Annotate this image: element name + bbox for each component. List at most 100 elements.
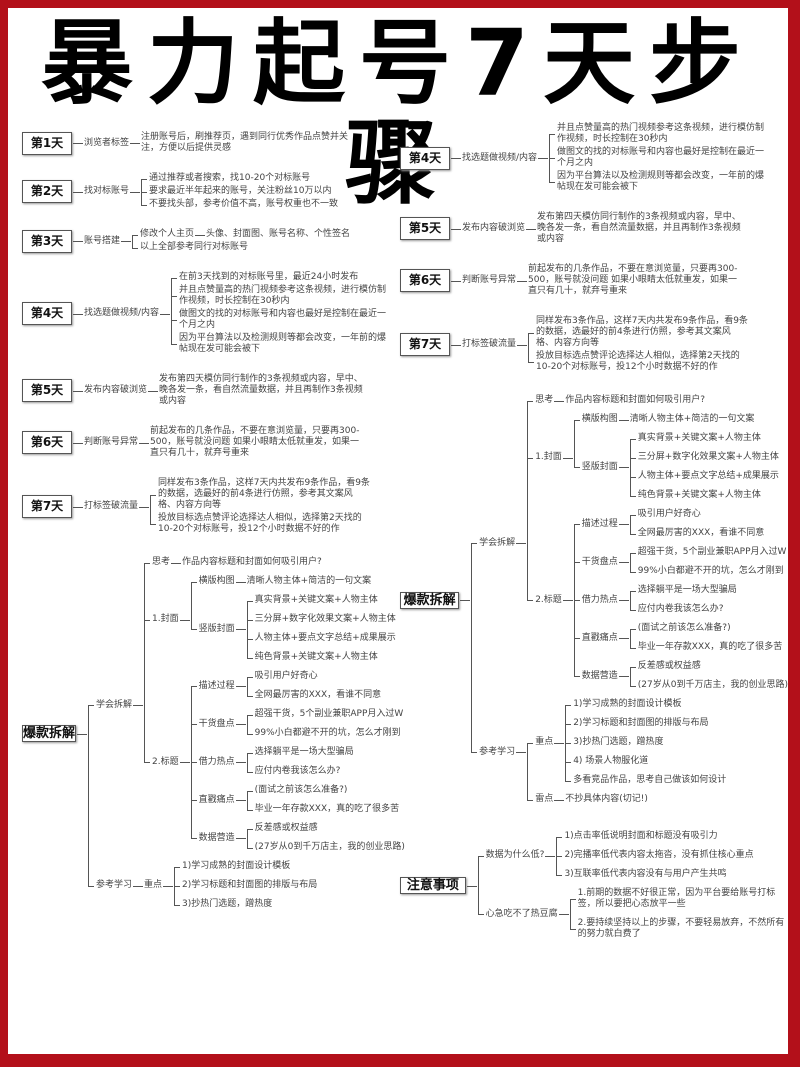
branch-connector: (面试之前该怎么准备?) [246, 781, 400, 800]
branch-label: 浏览者标签 [84, 137, 130, 148]
leaf-text: 1.前期的数据不好很正常，因为平台要给账号打标签，所以要把心态放平一些 [577, 888, 776, 909]
root-node-label: 注意事项 [400, 877, 466, 894]
branch-connector: 注册账号后，刷推荐页，遇到同行优秀作品点赞并关注，方便以后提供灵感 [141, 131, 353, 155]
mindmap-branch-node: 直戳痛点(面试之前该怎么准备?)毕业一年存款XXX，真的吃了很多苦 [582, 619, 788, 657]
leaf-text: 99%小白都避不开的坑，怎么才刚到 [637, 566, 784, 576]
mindmap-branch-node: 打标签破流量同样发布3条作品，这样7天内共发布9条作品，看9条的数据，选最好的前… [84, 477, 370, 536]
branch-connector: 选择躺平是一场大型骗局 [629, 581, 737, 600]
child-branches: 1.前期的数据不好很正常，因为平台要给账号打标签，所以要把心态放平一些 2.要持续… [558, 884, 788, 944]
branch-connector: 毕业一年存款XXX，真的吃了很多苦 [629, 638, 782, 657]
branch-connector: 打标签破流量同样发布3条作品，这样7天内共发布9条作品，看9条的数据，选最好的前… [462, 315, 748, 374]
mindmap-leaf-node: 3)抄热门选题，蹭热度 [573, 733, 726, 752]
branch-connector: 4) 场景人物服化道 [565, 752, 726, 771]
branch-connector: 2.标题描述过程吸引用户好奇心全网最厉害的XXX，看谁不同意干货盘点超强干货，5… [144, 667, 405, 857]
child-branches: 发布第四天模仿同行制作的3条视频或内容，早中、晚各发一条，看自然流量数据，并且再… [526, 211, 749, 246]
branch-connector: 1.前期的数据不好很正常，因为平台要给账号打标签，所以要把心态放平一些 [569, 884, 788, 914]
leaf-text: 超强干货，5个副业兼职APP月入过W [254, 709, 404, 719]
leaf-text: 全网最厉害的XXX，看谁不同意 [254, 690, 382, 700]
mindmap-leaf-node: 2.要持续坚持以上的步骤，不要轻易放弃，不然所有的努力就白费了 [578, 914, 788, 944]
mindmap-leaf-node: 2)学习标题和封面图的排版与布局 [573, 714, 726, 733]
branch-connector: 数据营造反差感或权益感(27岁从0到千万店主，我的创业思路) [573, 657, 788, 695]
mindmap-leaf-node: 真实背景+关键文案+人物主体 [638, 429, 779, 448]
leaf-text: 发布第四天模仿同行制作的3条视频或内容，早中、晚各发一条，看自然流量数据，并且再… [159, 374, 363, 406]
child-branches: (面试之前该怎么准备?)毕业一年存款XXX，真的吃了很多苦 [235, 781, 400, 819]
child-branches: 找对标账号通过推荐或者搜索，找10-20个对标账号要求最近半年起来的账号，关注粉… [72, 172, 338, 211]
branch-connector: 3)抄热门选题，蹭热度 [565, 733, 726, 752]
branch-connector: 应付内卷我该怎么办? [629, 600, 737, 619]
branch-connector: 找选题做视频/内容并且点赞量高的热门视频参考这条视频，进行模仿制作视频，时长控制… [462, 122, 769, 194]
seven-day-steps: 第1天浏览者标签注册账号后，刷推荐页，遇到同行优秀作品点赞并关注，方便以后提供灵… [22, 131, 400, 536]
mindmap-branch-node: 修改个人主页头像、封面图、账号名称、个性签名 [140, 228, 350, 241]
leaf-text: 做图文的找的对标账号和内容也最好是控制在最近一个月之内 [557, 147, 765, 168]
leaf-text: 全网最厉害的XXX，看谁不同意 [637, 528, 765, 538]
leaf-text: 人物主体+要点文字总结+成果展示 [254, 633, 396, 643]
branch-label: 2.标题 [152, 756, 179, 767]
mindmap-left-content: 第1天浏览者标签注册账号后，刷推荐页，遇到同行优秀作品点赞并关注，方便以后提供灵… [8, 118, 405, 914]
branch-connector: 3)互联率低代表内容没有与用户产生共鸣 [556, 865, 753, 884]
leaf-text: 三分屏+数字化效果文案+人物主体 [254, 614, 396, 624]
leaf-text: 选择躺平是一场大型骗局 [637, 585, 737, 595]
branch-connector: 2)学习标题和封面图的排版与布局 [174, 876, 317, 895]
branch-connector: 吸引用户好奇心 [629, 505, 765, 524]
leaf-text: 3)互联率低代表内容没有与用户产生共鸣 [564, 869, 727, 879]
branch-label: 思考 [152, 557, 171, 567]
branch-connector: 学会拆解思考作品内容标题和封面如何吸引用户?1.封面横版构图清晰人物主体+简洁的… [88, 553, 405, 857]
child-branches: 作品内容标题和封面如何吸引用户? [554, 391, 705, 410]
mindmap-leaf-node: 超强干货，5个副业兼职APP月入过W [638, 543, 787, 562]
branch-label: 修改个人主页 [140, 229, 195, 239]
branch-connector: 判断账号异常前起发布的几条作品，不要在意浏览量，只要再300-500，账号就没问… [84, 425, 362, 460]
mindmap-leaf-node: 以上全部参考同行对标账号 [140, 241, 350, 254]
mindmap-branch-node: 思考作品内容标题和封面如何吸引用户? [535, 391, 788, 410]
branch-connector: 投放目标选点赞评论选择达人相似，选择第2天找的10-20个对标账号，投12个小时… [528, 350, 748, 374]
branch-connector: 1)学习成熟的封面设计模板 [174, 857, 317, 876]
mindmap-leaf-node: 发布第四天模仿同行制作的3条视频或内容，早中、晚各发一条，看自然流量数据，并且再… [537, 211, 749, 246]
child-branches: 选择躺平是一场大型骗局应付内卷我该怎么办? [235, 743, 354, 781]
leaf-text: 在前3天找到的对标账号里，最近24小时发布 [179, 272, 359, 282]
mindmap-leaf-node: 注册账号后，刷推荐页，遇到同行优秀作品点赞并关注，方便以后提供灵感 [141, 131, 353, 155]
branch-connector: 在前3天找到的对标账号里，最近24小时发布 [171, 271, 391, 284]
branch-connector: 竖版封面真实背景+关键文案+人物主体三分屏+数字化效果文案+人物主体人物主体+要… [573, 429, 779, 505]
root-node-label: 爆款拆解 [400, 591, 460, 609]
root-node-label: 第5天 [400, 217, 450, 240]
root-node-label: 第2天 [22, 180, 72, 203]
mindmap-leaf-node: 2)完播率低代表内容太拖沓，没有抓住核心重点 [564, 846, 753, 865]
branch-connector: 并且点赞量高的热门视频参考这条视频，进行模仿制作视频，时长控制在30秒内 [549, 122, 769, 146]
mindmap-branch-node: 账号搭建修改个人主页头像、封面图、账号名称、个性签名以上全部参考同行对标账号 [84, 228, 350, 254]
leaf-text: (27岁从0到千万店主，我的创业思路) [637, 680, 788, 690]
mindmap-leaf-node: 纯色背景+关键文案+人物主体 [255, 648, 396, 667]
mindmap-leaf-node: 99%小白都避不开的坑，怎么才刚到 [255, 724, 404, 743]
child-branches: 通过推荐或者搜索，找10-20个对标账号要求最近半年起来的账号，关注粉丝10万以… [130, 172, 338, 211]
day-step-3: 第3天账号搭建修改个人主页头像、封面图、账号名称、个性签名以上全部参考同行对标账… [22, 228, 400, 254]
mindmap-branch-node: 描述过程吸引用户好奇心全网最厉害的XXX，看谁不同意 [582, 505, 788, 543]
branch-connector: 发布第四天模仿同行制作的3条视频或内容，早中、晚各发一条，看自然流量数据，并且再… [537, 211, 749, 246]
child-branches: 注册账号后，刷推荐页，遇到同行优秀作品点赞并关注，方便以后提供灵感 [130, 131, 353, 155]
branch-connector: 超强干货，5个副业兼职APP月入过W [246, 705, 404, 724]
branch-connector: 干货盘点 超强干货，5个副业兼职APP月入过W 99%小白都避不开的坑，怎么才刚到 [573, 543, 788, 581]
mindmap-leaf-node: 不要找头部，参考价值不高，账号权重也不一致 [149, 198, 338, 211]
mindmap-branch-node: 学会拆解思考作品内容标题和封面如何吸引用户?1.封面横版构图清晰人物主体+简洁的… [479, 391, 788, 695]
mindmap-leaf-node: 不抄具体内容(切记!) [565, 790, 648, 809]
leaf-text: 纯色背景+关键文案+人物主体 [254, 652, 378, 662]
child-branches: 反差感或权益感(27岁从0到千万店主，我的创业思路) [618, 657, 788, 695]
mindmap-leaf-node: 同样发布3条作品，这样7天内共发布9条作品，看9条的数据，选最好的前4条进行仿照… [158, 477, 370, 512]
mindmap-leaf-node: 1)学习成熟的封面设计模板 [182, 857, 317, 876]
branch-connector: 直戳痛点(面试之前该怎么准备?)毕业一年存款XXX，真的吃了很多苦 [573, 619, 788, 657]
child-branches: 打标签破流量同样发布3条作品，这样7天内共发布9条作品，看9条的数据，选最好的前… [450, 315, 748, 374]
mindmap-leaf-node: 通过推荐或者搜索，找10-20个对标账号 [149, 172, 338, 185]
branch-connector: 通过推荐或者搜索，找10-20个对标账号 [141, 172, 338, 185]
branch-connector: 2)学习标题和封面图的排版与布局 [565, 714, 726, 733]
child-branches: 前起发布的几条作品，不要在意浏览量，只要再300-500，账号就没问题 如果小眼… [517, 263, 740, 298]
leaf-text: 做图文的找的对标账号和内容也最好是控制在最近一个月之内 [179, 309, 387, 330]
mindmap-branch-node: 竖版封面真实背景+关键文案+人物主体三分屏+数字化效果文案+人物主体人物主体+要… [199, 591, 396, 667]
branch-connector: 借力热点选择躺平是一场大型骗局应付内卷我该怎么办? [573, 581, 788, 619]
root-node-label: 第3天 [22, 229, 72, 253]
child-branches: 浏览者标签注册账号后，刷推荐页，遇到同行优秀作品点赞并关注，方便以后提供灵感 [72, 131, 353, 155]
child-branches: 找选题做视频/内容在前3天找到的对标账号里，最近24小时发布并且点赞量高的热门视… [72, 271, 391, 356]
day-step-7: 第7天打标签破流量同样发布3条作品，这样7天内共发布9条作品，看9条的数据，选最… [400, 315, 788, 374]
page-title: 暴力起号7天步骤 [40, 10, 755, 217]
mindmap-leaf-node: 同样发布3条作品，这样7天内共发布9条作品，看9条的数据，选最好的前4条进行仿照… [536, 315, 748, 350]
branch-label: 干货盘点 [581, 556, 618, 567]
